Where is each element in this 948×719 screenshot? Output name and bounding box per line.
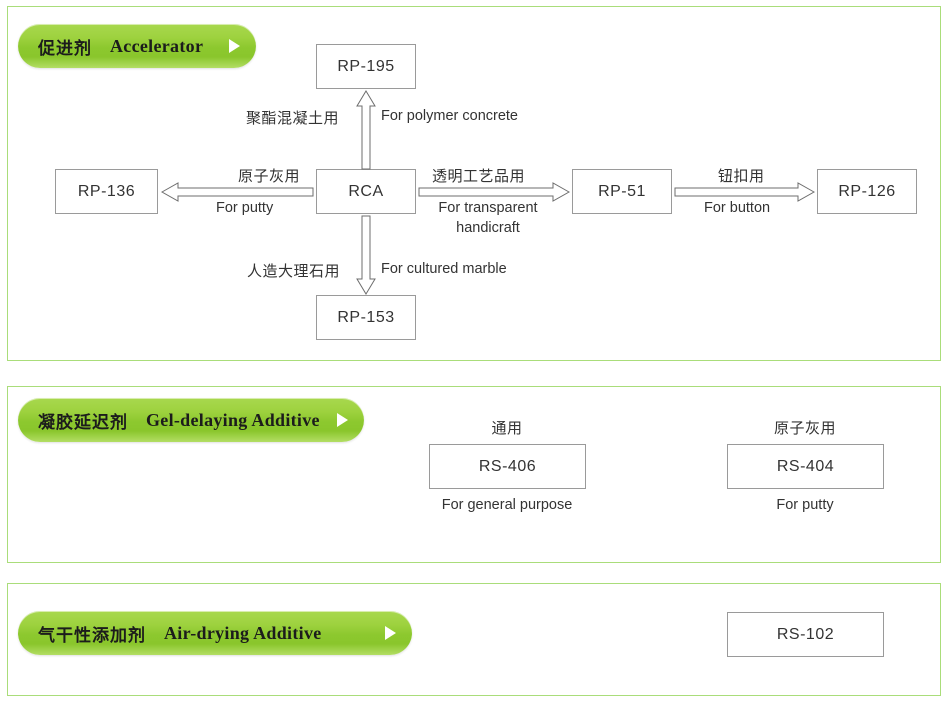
section-badge-gel[interactable]: 凝胶延迟剂 Gel-delaying Additive [18,398,364,442]
badge-label-en: Accelerator [110,35,204,56]
node-rs406[interactable]: RS-406 [429,444,586,489]
badge-label-cn: 凝胶延迟剂 [38,412,128,433]
triangle-right-icon [229,39,240,53]
edge-label-en-rp195: For polymer concrete [381,108,518,124]
arrow-rca-to-rp195 [355,90,377,170]
node-rp153[interactable]: RP-153 [316,295,416,340]
arrow-rp51-to-rp126 [674,181,816,203]
arrow-rca-to-rp51 [418,181,571,203]
item-caption-bottom-rs406: For general purpose [441,497,573,513]
arrow-rca-to-rp153 [355,215,377,295]
badge-label-cn: 促进剂 [38,38,92,59]
item-caption-bottom-rs404: For putty [776,497,834,513]
badge-label-en: Air-drying Additive [164,622,322,643]
node-rp195[interactable]: RP-195 [316,44,416,89]
badge-label-cn: 气干性添加剂 [38,625,146,646]
edge-label-cn-rp195: 聚酯混凝土用 [246,109,340,127]
section-badge-accelerator[interactable]: 促进剂 Accelerator [18,24,256,68]
node-rp126[interactable]: RP-126 [817,169,917,214]
node-rs102[interactable]: RS-102 [727,612,884,657]
edge-label-en-rp126: For button [704,200,771,216]
badge-label-en: Gel-delaying Additive [146,409,320,430]
edge-label-en-rp153: For cultured marble [381,261,507,277]
edge-label-cn-rp126: 钮扣用 [718,167,765,185]
triangle-right-icon [385,626,396,640]
item-caption-top-rs406: 通用 [491,419,523,437]
edge-label-en-rp51-line1: For transparent [438,200,538,216]
edge-label-en-rp136: For putty [216,200,274,216]
node-rp136[interactable]: RP-136 [55,169,158,214]
node-rs404[interactable]: RS-404 [727,444,884,489]
item-caption-top-rs404: 原子灰用 [773,419,837,437]
node-rp51[interactable]: RP-51 [572,169,672,214]
arrow-rca-to-rp136 [160,181,314,203]
edge-label-cn-rp153: 人造大理石用 [247,262,341,280]
triangle-right-icon [337,413,348,427]
section-badge-air[interactable]: 气干性添加剂 Air-drying Additive [18,611,412,655]
edge-label-en-rp51-line2: handicraft [456,220,520,236]
edge-label-cn-rp51: 透明工艺品用 [432,167,526,185]
edge-label-cn-rp136: 原子灰用 [238,167,301,185]
node-rca[interactable]: RCA [316,169,416,214]
